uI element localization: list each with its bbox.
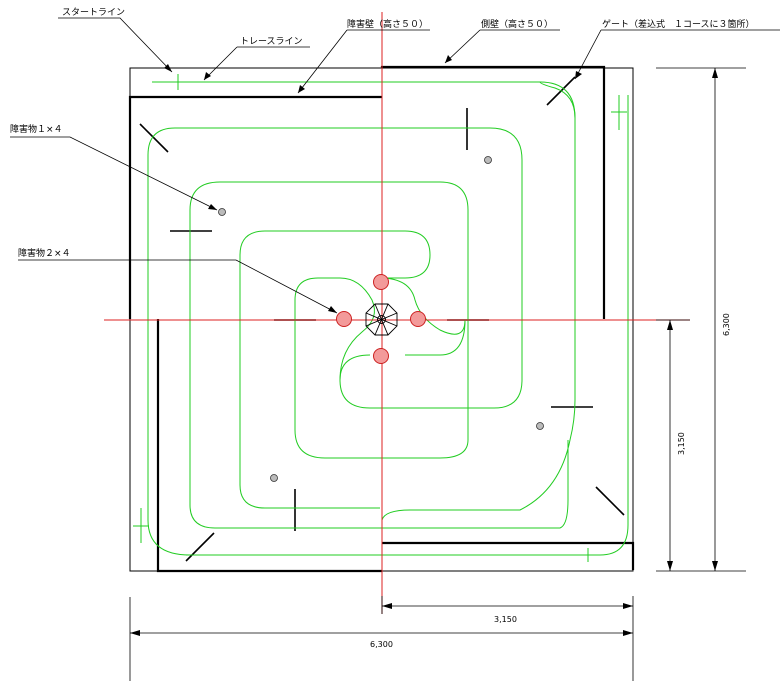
leader-obstacle-1x4 (10, 136, 218, 211)
dim-label-total-width: 6,300 (370, 640, 393, 649)
label-start-line: スタートライン (62, 7, 125, 18)
obstacle-wall-lower-right (382, 541, 635, 570)
arrow-th-top (712, 68, 718, 78)
arrowhead-side-wall (445, 55, 452, 63)
trace-spiral-1 (186, 95, 629, 556)
arrow-tw-left (130, 630, 140, 636)
bar-lower-right (595, 486, 625, 516)
side-wall-lower-left (156, 319, 382, 573)
arrow-tw-right (623, 630, 633, 636)
leader-obstacle-2x4 (18, 259, 338, 314)
octagon-spoke-4 (365, 312, 398, 327)
label-gate: ゲート（差込式 １コースに３箇所） (602, 18, 755, 30)
leader-side-wall-arrow (444, 29, 481, 64)
arrow-hh-top (667, 320, 673, 330)
dim-label-total-height: 6,300 (722, 313, 731, 336)
trace-line (147, 81, 629, 556)
trace-ring-f (239, 230, 380, 509)
trace-ring-e (265, 230, 431, 279)
label-obstacle-2x4: 障害物２×４ (18, 247, 71, 259)
trace-ring-g (405, 319, 466, 356)
arrow-hw-left (382, 603, 392, 609)
arrowhead-start (164, 64, 172, 72)
bar-upper-left (139, 123, 169, 153)
leader-obstacle-wall-arrow (297, 29, 348, 94)
callouts (10, 17, 780, 314)
obstacle-1x4-pins (218, 156, 544, 482)
arrow-th-bottom (712, 561, 718, 571)
label-obstacle-wall: 障害壁（高さ５０） (347, 18, 428, 30)
label-obstacle-1x4: 障害物１×４ (10, 123, 63, 135)
bar-bottom-left (185, 532, 215, 562)
leader-start-line (58, 17, 173, 73)
label-trace-line: トレースライン (240, 36, 303, 47)
trace-ring-d (189, 181, 569, 529)
pin-lower-right (536, 422, 544, 430)
leader-gate-arrow (574, 29, 602, 80)
trace-center-petal-left (339, 277, 375, 381)
leader-arrowheads (164, 55, 582, 313)
dim-label-half-width: 3,150 (494, 615, 517, 624)
arrowhead-trace (204, 72, 211, 80)
arrowhead-obstacle-wall (298, 85, 305, 93)
disc-right (410, 311, 426, 327)
disc-top (373, 274, 389, 290)
center-octagon (365, 303, 398, 336)
trace-center-petal-right (379, 277, 466, 335)
trace-spiral-outer-top (152, 81, 576, 521)
octagon-center (377, 315, 386, 324)
leader-trace-line-arrow (203, 46, 238, 81)
disc-left (336, 311, 352, 327)
obstacle-2x4-discs (336, 274, 426, 364)
start-marks (133, 74, 627, 562)
pin-upper-left (218, 208, 226, 216)
arrowhead-gate (575, 71, 582, 79)
dimension-lines (129, 67, 746, 681)
trace-ring-a (175, 127, 523, 409)
pin-upper-right (484, 156, 492, 164)
dimension-arrowheads (130, 68, 718, 636)
arrowhead-obstacle-1x4 (208, 204, 217, 210)
pin-lower-left (270, 474, 278, 482)
arrow-hh-bottom (667, 561, 673, 571)
dim-label-half-height: 3,150 (677, 432, 686, 455)
obstacle-wall-upper-left (128, 95, 382, 319)
trace-ring-h (539, 81, 576, 119)
side-wall-upper-right (380, 65, 606, 319)
arrowhead-obstacle-2x4 (328, 306, 337, 313)
label-side-wall: 側壁（高さ５０） (481, 18, 553, 30)
disc-bottom (373, 348, 389, 364)
arrow-hw-right (623, 603, 633, 609)
trace-spiral-2 (147, 519, 191, 556)
trace-ring-b (147, 127, 176, 520)
